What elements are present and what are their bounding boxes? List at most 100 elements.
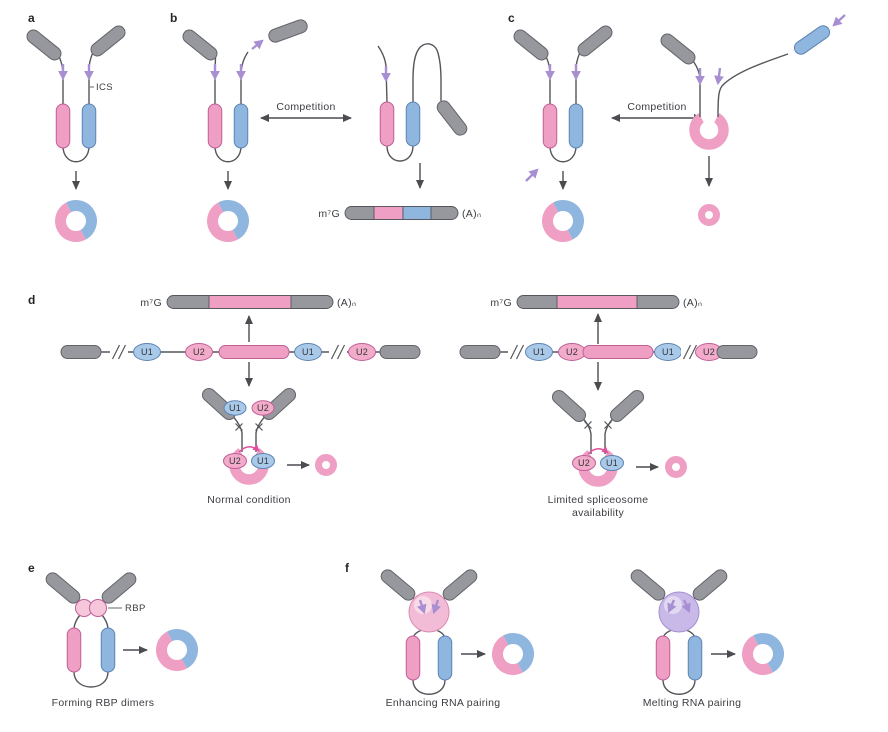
- competition-label: Competition: [276, 101, 335, 113]
- circ-exon-pink-cylinder: [218, 345, 290, 359]
- backsplice-arrow-icon: [525, 168, 539, 182]
- linear-mrna: m⁷G (A)ₙ: [318, 206, 481, 220]
- panel-c-letter: c: [508, 11, 515, 25]
- ics-pink-cylinder: [207, 103, 223, 149]
- small-circrna-ring: [702, 208, 717, 223]
- exon-cylinder: [628, 566, 668, 604]
- intron-loop: [62, 145, 90, 163]
- panel-f-letter: f: [345, 561, 350, 575]
- svg-text:U1: U1: [229, 403, 241, 413]
- helper-protein-sphere: [408, 591, 450, 633]
- panel-d-left: m⁷G (A)ₙ U1 U2 U1 U2: [60, 295, 421, 506]
- svg-text:U2: U2: [703, 347, 715, 357]
- small-circrna-ring: [669, 460, 684, 475]
- break-icon: [328, 342, 348, 362]
- mechanism-caption: Enhancing RNA pairing: [386, 697, 501, 709]
- exon-cylinder: [510, 26, 552, 64]
- intron-loop: [214, 145, 242, 163]
- svg-text:U2: U2: [578, 458, 590, 468]
- release-arrow-icon: [251, 39, 264, 50]
- ics-blue-cylinder: [81, 103, 97, 149]
- melt-arrow-icon: [681, 599, 691, 614]
- intron-loop: [549, 145, 577, 163]
- backsplice-arrow-icon: [238, 444, 260, 453]
- ics-blue-cylinder: [100, 627, 116, 673]
- u1-snrnp: U1: [525, 343, 553, 361]
- enhance-arrow-icon: [417, 599, 427, 615]
- rbp-protein: [89, 599, 107, 617]
- blocked-site-icon: [583, 420, 593, 430]
- pairing-arrow-icon: [714, 67, 724, 86]
- mrna-pink-segment: [208, 295, 292, 309]
- melt-arrow-icon: [667, 599, 677, 614]
- circrna-ring: [207, 200, 249, 242]
- u1-snrnp: U1: [133, 343, 161, 361]
- break-icon: [507, 342, 527, 362]
- exon-cylinder: [440, 566, 480, 604]
- exon-cylinder: [434, 97, 470, 139]
- u2-snrnp: U2: [572, 455, 596, 471]
- exon-cylinder: [459, 345, 501, 359]
- panel-d-right: m⁷G (A)ₙ U1 U2 U1 U2: [459, 295, 758, 519]
- polya-label: (A)ₙ: [462, 208, 481, 220]
- break-icon: [109, 342, 129, 362]
- u2-snrnp: U2: [558, 343, 586, 361]
- u1-snrnp: U1: [223, 400, 247, 416]
- svg-text:U2: U2: [229, 456, 241, 466]
- ics-pink-cylinder: [55, 103, 71, 149]
- ics-label: ICS: [96, 82, 113, 93]
- condition-caption-line1: Limited spliceosome: [548, 494, 649, 506]
- blocked-site-icon: [603, 420, 613, 430]
- svg-text:U1: U1: [257, 456, 269, 466]
- intron-strand: [717, 53, 789, 118]
- panel-f-left: Enhancing RNA pairing: [378, 566, 534, 709]
- panel-c: c Competition: [508, 11, 846, 242]
- cap-label: m⁷G: [318, 208, 340, 220]
- exon-cylinder: [378, 566, 418, 604]
- panel-b-letter: b: [170, 11, 178, 25]
- sequestering-arrow-icon: [832, 14, 846, 27]
- intron-loop: [412, 679, 446, 695]
- svg-text:U1: U1: [141, 347, 153, 357]
- panel-b: b Competition m⁷G (A)ₙ: [170, 11, 481, 242]
- stem-strand: [604, 418, 613, 454]
- svg-text:U2: U2: [356, 347, 368, 357]
- u2-snrnp: U2: [251, 400, 275, 416]
- ics-pink-cylinder: [655, 635, 671, 681]
- panel-f: f Enhancing RNA pairing: [345, 561, 784, 709]
- ics-blue-cylinder: [687, 635, 703, 681]
- exon-cylinder: [549, 387, 589, 425]
- mrna-pink-segment: [373, 206, 404, 220]
- polya-label: (A)ₙ: [683, 297, 702, 309]
- detached-ics-blue-cylinder: [791, 22, 833, 58]
- exon-cylinder: [574, 22, 616, 60]
- circrna-ring: [742, 633, 784, 675]
- stem-strand: [583, 418, 592, 454]
- pink-lariat-cup: [695, 109, 724, 145]
- ics-blue-cylinder: [437, 635, 453, 681]
- svg-text:U2: U2: [193, 347, 205, 357]
- condition-caption: Normal condition: [207, 494, 291, 506]
- u1-snrnp: U1: [654, 343, 682, 361]
- panel-a-letter: a: [28, 11, 35, 25]
- enhance-arrow-icon: [431, 599, 441, 615]
- exon-cylinder: [43, 569, 83, 607]
- exon-cylinder: [23, 26, 65, 64]
- u2-snrnp: U2: [185, 343, 213, 361]
- panel-f-right: Melting RNA pairing: [628, 566, 784, 709]
- backsplice-arrow-icon: [587, 446, 609, 455]
- circrna-ring: [492, 633, 534, 675]
- intron-strand: [88, 53, 94, 106]
- mrna-blue-segment: [402, 206, 432, 220]
- rbp-label: RBP: [125, 603, 146, 614]
- exon-cylinder: [716, 345, 758, 359]
- u2-snrnp: U2: [348, 343, 376, 361]
- svg-text:U1: U1: [606, 458, 618, 468]
- detached-exon-cylinder: [266, 17, 310, 45]
- intron-hairpin-loop: [412, 43, 442, 102]
- cap-label: m⁷G: [490, 297, 512, 309]
- u2-snrnp: U2: [223, 453, 247, 469]
- condition-caption-line2: availability: [572, 507, 624, 519]
- mrna-pink-segment: [556, 295, 638, 309]
- circrna-ring: [55, 200, 97, 242]
